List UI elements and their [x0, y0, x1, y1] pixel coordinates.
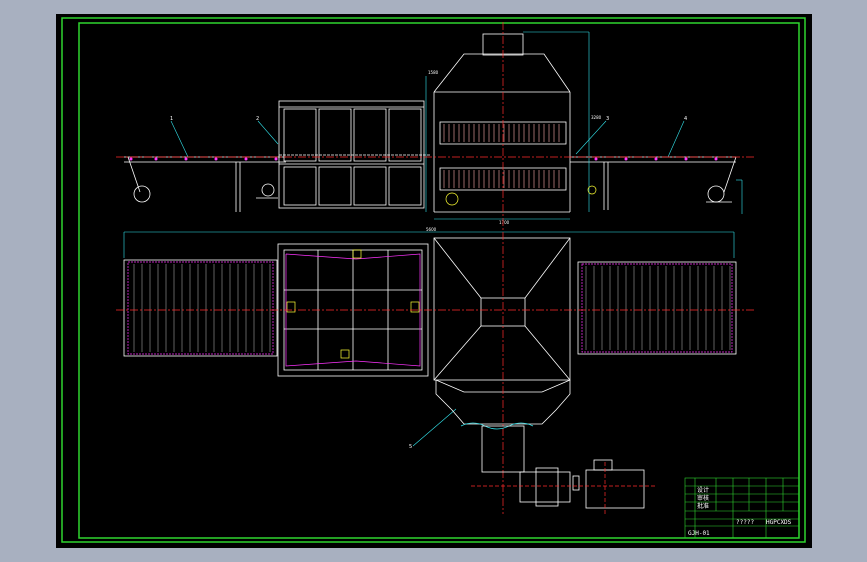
- balloon-1: 1: [170, 116, 173, 122]
- fan-duct: [519, 471, 571, 503]
- elevation-view: [124, 33, 737, 213]
- dim-hood-height: 3280: [591, 115, 602, 120]
- right-conveyor-slats: [585, 266, 731, 350]
- break-line: [460, 422, 534, 430]
- balloon-5: 5: [409, 444, 412, 450]
- plan-view: [123, 237, 737, 425]
- top-chain: [129, 157, 718, 161]
- title-block-code: GJH-01: [688, 530, 710, 537]
- left-cabinet: [278, 100, 425, 209]
- fan-housing: [481, 425, 525, 473]
- cad-drawing: 1 2 3 4 5 1700 5600 3280 1580: [61, 17, 806, 543]
- left-drive-wheel: [133, 185, 151, 203]
- balloon-3: 3: [606, 116, 609, 122]
- plan-chain: [127, 253, 733, 367]
- title-block-stamp-3: 批准: [697, 502, 709, 510]
- elevation-dims: [425, 31, 743, 220]
- plan-hopper: [433, 237, 571, 381]
- title-block-stamp-1: 设计: [697, 486, 709, 494]
- balloon-leaders: [170, 120, 685, 447]
- sheet-inner-border: [78, 22, 800, 539]
- centerlines: [116, 22, 756, 514]
- balloon-4: 4: [684, 116, 687, 122]
- sheet-outer-border: [61, 17, 806, 543]
- fan-motor-assembly: [481, 425, 645, 509]
- plan-dims: [123, 231, 735, 258]
- title-block-number: HGPCXDS: [766, 519, 792, 526]
- left-conveyor-slats: [133, 264, 271, 352]
- cad-viewport[interactable]: 1 2 3 4 5 1700 5600 3280 1580: [56, 14, 812, 548]
- gear-symbols: [286, 185, 597, 359]
- title-block-stamp-2: 审核: [697, 494, 709, 502]
- left-plan-conveyor: [123, 259, 278, 357]
- title-block-title: ?????: [736, 519, 754, 526]
- motor-body: [585, 469, 645, 509]
- title-block: [684, 477, 800, 539]
- dim-total-width: 5600: [426, 227, 437, 232]
- balloon-2: 2: [256, 116, 259, 122]
- dim-hood-width: 1700: [499, 220, 510, 225]
- hood-fins: [443, 124, 560, 188]
- right-plan-conveyor: [577, 261, 737, 355]
- right-drive-wheel: [707, 185, 725, 203]
- dim-left-height: 1580: [428, 70, 439, 75]
